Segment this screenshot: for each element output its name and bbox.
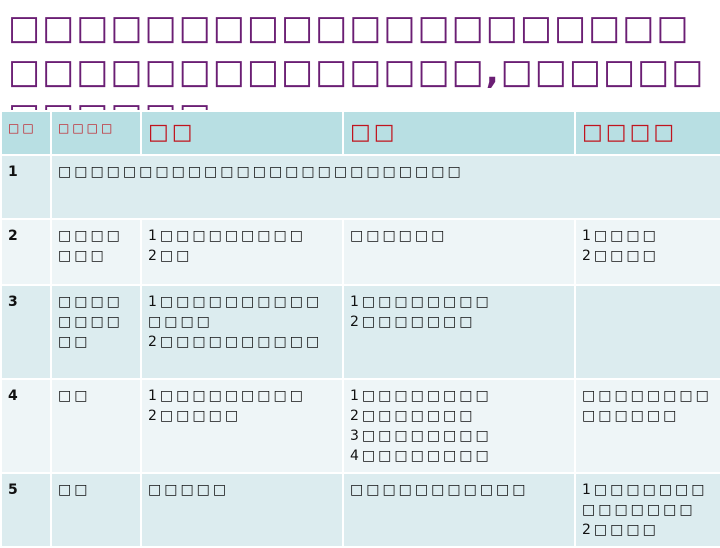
table-cell: □□□□□□ <box>342 218 576 286</box>
cell-line: 1□□□□ <box>582 228 659 244</box>
cell-line: 1□□□□□□□□ <box>350 294 492 310</box>
table-cell: □□ <box>50 472 142 548</box>
header-cell: □□□□ <box>50 110 142 156</box>
table-row: 5 □□ □□□□□ □□□□□□□□□□□ 1□□□□□□□□□□□□□□ 2□… <box>0 472 720 548</box>
cell-line: 1□□□□□□□□ <box>350 388 492 404</box>
table-cell: 1□□□□□□□□ 2□□□□□□□ <box>342 284 576 380</box>
row-number: 3 <box>0 284 52 380</box>
cell-line: 1□□□□□□□□□□□□□□ <box>148 294 323 330</box>
table-row: 4 □□ 1□□□□□□□□□ 2□□□□□ 1□□□□□□□□ 2□□□□□□□ 3… <box>0 378 720 474</box>
cell-line: □□□□□ <box>148 482 230 498</box>
cell-line: 2□□□□□□□□□□ <box>148 334 323 350</box>
cell-line: 2□□□□□□□ <box>350 408 476 424</box>
cell-line: 2□□□□□□□ <box>350 314 476 330</box>
row-number: 2 <box>0 218 52 286</box>
cell-line: 1□□□□□□□□□ <box>148 388 306 404</box>
cell-line: □□□□□□□□□□□□□□ <box>582 388 712 424</box>
page-title: □□□□□□□□□□□□□□□□□□□□□□□□□□□□□□□□□□,□□□□□… <box>8 8 706 136</box>
header-cell: □□ <box>342 110 576 156</box>
header-cell: □□ <box>140 110 344 156</box>
table-cell: □□□□□□□□□□□ <box>342 472 576 548</box>
cell-line: 2□□□□ <box>582 248 659 264</box>
cell-line: □□□□□□□ <box>58 228 123 264</box>
row-number: 4 <box>0 378 52 474</box>
cell-line: 2□□ <box>148 248 193 264</box>
merged-cell: □□□□□□□□□□□□□□□□□□□□□□□□□ <box>50 154 720 220</box>
table-cell: □□□□□□□□□□□□□□ <box>574 378 720 474</box>
header-cell: □□□□ <box>574 110 720 156</box>
cell-line: □□ <box>58 482 91 498</box>
cell-line: □□□□□□□□□□□ <box>350 482 529 498</box>
table-cell: 1□□□□ 2□□□□ <box>574 218 720 286</box>
cell-line: □□□□□□□□□□ <box>58 294 123 350</box>
cell-line: 1□□□□□□□□□ <box>148 228 306 244</box>
row-number: 5 <box>0 472 52 548</box>
content-table: □□ □□□□ □□ □□ □□□□ 1 □□□□□□□□□□□□□□□□□□□… <box>0 110 720 548</box>
table-cell: 1□□□□□□□□□ 2□□□□□ <box>140 378 344 474</box>
table-cell: 1□□□□□□□□□□□□□□ 2□□□□ <box>574 472 720 548</box>
table-header-row: □□ □□□□ □□ □□ □□□□ <box>0 110 720 156</box>
cell-line: 2□□□□□ <box>148 408 242 424</box>
cell-line: 1□□□□□□□□□□□□□□ <box>582 482 708 518</box>
table-cell: □□□□□ <box>140 472 344 548</box>
cell-line: □□ <box>58 388 91 404</box>
table-cell: □□□□□□□□□□ <box>50 284 142 380</box>
table-cell: 1□□□□□□□□ 2□□□□□□□ 3□□□□□□□□ 4□□□□□□□□ <box>342 378 576 474</box>
cell-line: 3□□□□□□□□ <box>350 428 492 444</box>
table-cell: □□□□□□□ <box>50 218 142 286</box>
cell-line: 2□□□□ <box>582 522 659 538</box>
table-cell: 1□□□□□□□□□ 2□□ <box>140 218 344 286</box>
table-row: 1 □□□□□□□□□□□□□□□□□□□□□□□□□ <box>0 154 720 220</box>
table-row: 2 □□□□□□□ 1□□□□□□□□□ 2□□ □□□□□□ 1□□□□ 2□□□… <box>0 218 720 286</box>
cell-line: 4□□□□□□□□ <box>350 448 492 464</box>
header-cell: □□ <box>0 110 52 156</box>
table-cell <box>574 284 720 380</box>
row-number: 1 <box>0 154 52 220</box>
table-cell: 1□□□□□□□□□□□□□□ 2□□□□□□□□□□ <box>140 284 344 380</box>
cell-line: □□□□□□ <box>350 228 448 244</box>
table-row: 3 □□□□□□□□□□ 1□□□□□□□□□□□□□□2□□□□□□□□□□ … <box>0 284 720 380</box>
table-cell: □□ <box>50 378 142 474</box>
